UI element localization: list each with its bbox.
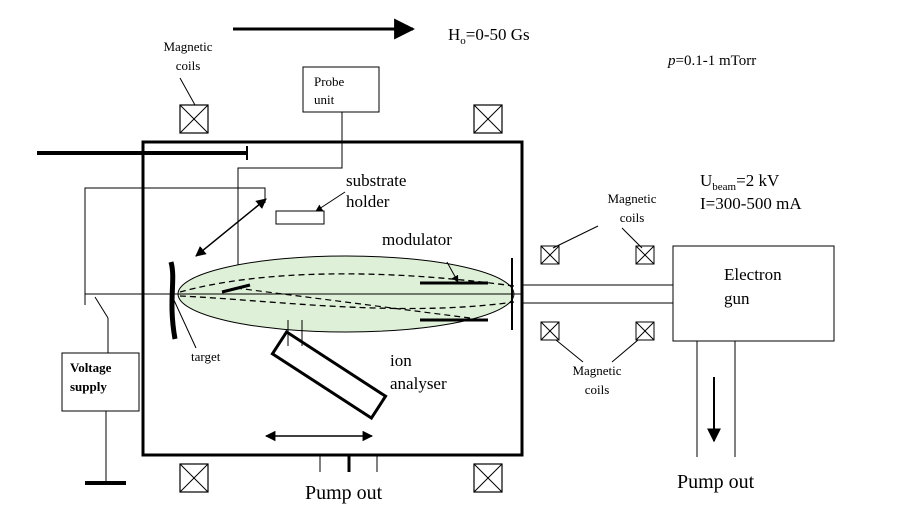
probe-unit-box [302, 66, 380, 113]
beam-current-label: I=300-500 mA [700, 194, 802, 213]
voltage-supply-label: Voltage [70, 360, 112, 375]
vacuum-chamber [141, 140, 524, 457]
coil-bottom-right [473, 463, 503, 493]
coil-leader-mid-left [552, 225, 599, 249]
target-leader [172, 297, 197, 349]
electron-gun-label-2: gun [724, 289, 750, 308]
magnetic-coils-top-label: Magnetic [163, 39, 212, 54]
magnetic-coils-top-label-2: coils [176, 58, 201, 73]
magnetic-coils-mid-label: Magnetic [607, 191, 656, 206]
coil-top-right [473, 104, 503, 134]
probe-unit-label: Probe [314, 74, 345, 89]
magnetic-coils-mid-label-2: coils [620, 210, 645, 225]
ion-analyser-label-2: analyser [390, 374, 447, 393]
coil-top-left [179, 104, 209, 134]
substrate-leader [315, 191, 346, 212]
modulator-label: modulator [382, 230, 452, 249]
probe-tip [221, 283, 251, 294]
switch-blade [94, 296, 109, 319]
coil-bottom-left [179, 463, 209, 493]
target-wire [84, 187, 266, 305]
voltage-supply-label-2: supply [70, 379, 107, 394]
coil-gun-lower-right [635, 321, 655, 341]
coil-leader-low-left [555, 339, 584, 363]
voltage-supply-box [61, 352, 140, 412]
coil-gun-upper-right [635, 245, 655, 265]
electron-gun-label: Electron [724, 265, 782, 284]
field-label: Ho=0-50 Gs [448, 25, 530, 47]
coil-gun-upper-left [540, 245, 560, 265]
pressure-label: p=0.1-1 mTorr [667, 53, 756, 69]
electron-gun-box [672, 245, 835, 342]
modulator-leader [446, 261, 459, 283]
substrate-label-2: holder [346, 192, 390, 211]
beam-trajectory-upper [179, 273, 515, 293]
magnetic-coils-low-label-2: coils [585, 382, 610, 397]
pump-out-gun-label: Pump out [677, 471, 755, 493]
beam-voltage-label: Ubeam=2 kV [700, 171, 780, 193]
coil-leader-low-right [611, 339, 639, 363]
coil-leader-top [179, 77, 196, 106]
probe-motion-arrow [195, 198, 267, 257]
substrate-label: substrate [346, 171, 406, 190]
substrate-holder [275, 210, 325, 225]
coil-gun-lower-left [540, 321, 560, 341]
ion-analyser-label: ion [390, 351, 412, 370]
coil-leader-mid-right [621, 227, 643, 249]
pump-out-chamber-label: Pump out [305, 482, 383, 504]
target-label: target [191, 349, 221, 364]
probe-unit-label-2: unit [314, 92, 335, 107]
ion-analyser [270, 329, 388, 421]
target-plate [168, 261, 178, 340]
magnetic-coils-low-label: Magnetic [572, 363, 621, 378]
